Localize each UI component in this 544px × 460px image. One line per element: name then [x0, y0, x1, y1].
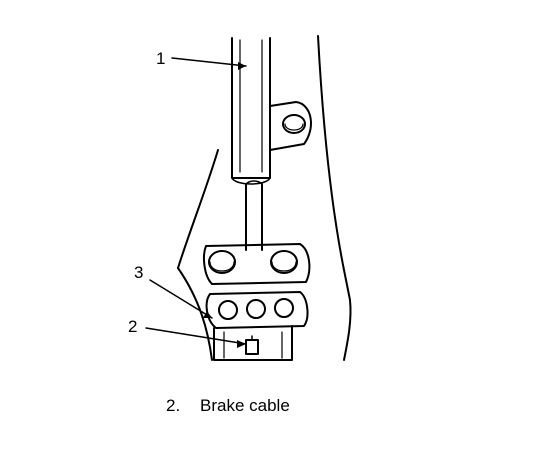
- left-mount-bolt: [208, 250, 236, 274]
- cable-end-fitting: [245, 339, 259, 355]
- frame-left-edge: [177, 149, 219, 269]
- equalizer-plate: [205, 291, 309, 329]
- cable-housing: [231, 37, 271, 179]
- upper-bolt: [282, 114, 306, 134]
- figure-caption: 2. Brake cable: [166, 396, 290, 416]
- leader-2: [145, 327, 247, 345]
- lower-clip-housing: [213, 325, 293, 361]
- frame-base-edge: [177, 267, 213, 361]
- guide-plate: [203, 243, 311, 285]
- right-mount-bolt: [270, 250, 298, 274]
- frame-right-edge: [317, 35, 351, 301]
- equalizer-hole-2: [246, 299, 266, 319]
- callout-1: 1: [156, 49, 165, 68]
- inner-cable-rod: [245, 183, 263, 251]
- frame-lower-right: [343, 299, 352, 361]
- caption-number: 2.: [166, 396, 181, 415]
- equalizer-hole-3: [274, 298, 294, 318]
- upper-bracket: [269, 101, 312, 151]
- equalizer-hole-1: [218, 300, 238, 320]
- leader-1: [171, 57, 247, 67]
- caption-text: Brake cable: [200, 396, 290, 415]
- leader-3: [149, 279, 213, 319]
- callout-3: 3: [134, 263, 143, 282]
- callout-2: 2: [128, 317, 137, 336]
